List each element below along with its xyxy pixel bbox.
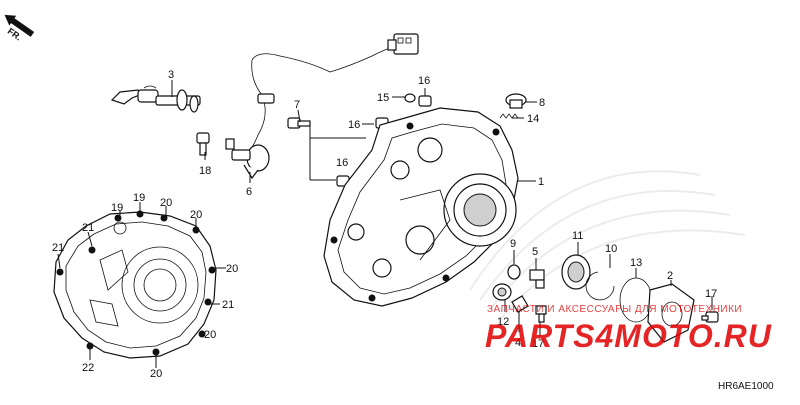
callout-labels: 1 2 3 4 5 6 7 8 9 10 11 12 13 14 15 16 1…	[52, 69, 717, 380]
callout-6: 6	[246, 186, 252, 198]
watermark-logo: PARTS4MOTO.RU	[485, 318, 772, 354]
oil-seal-9	[507, 264, 521, 280]
callout-3: 3	[168, 69, 174, 81]
callout-20-right: 20	[226, 263, 238, 275]
callout-15: 15	[377, 92, 389, 104]
callout-13: 13	[630, 257, 642, 269]
bolt-17-right	[701, 311, 719, 323]
front-direction-arrow: FR.	[4, 14, 35, 42]
plate-4	[511, 295, 529, 313]
plug-8	[505, 93, 527, 109]
case-gasket	[53, 210, 217, 359]
callout-14: 14	[527, 113, 539, 125]
shift-shaft-assembly	[110, 85, 201, 113]
watermark-tagline: ЗАПЧАСТИ И АКСЕССУАРЫ ДЛЯ МОТОТЕХНИКИ	[487, 304, 743, 315]
bolt-17-left	[535, 305, 547, 323]
callout-9: 9	[510, 238, 516, 250]
o-ring-13	[619, 277, 653, 323]
bolt-18	[196, 132, 210, 156]
bearing-11	[561, 254, 591, 290]
callout-19-b: 19	[111, 202, 123, 214]
diagram-code: HR6AE1000	[718, 381, 774, 392]
callout-19-a: 19	[133, 192, 145, 204]
callout-8: 8	[539, 97, 545, 109]
sensor-6	[225, 138, 270, 180]
callout-5: 5	[532, 246, 538, 258]
callout-21-right: 21	[222, 299, 234, 311]
callout-11: 11	[572, 230, 583, 242]
callout-17-left: 17	[532, 338, 544, 350]
callout-18: 18	[199, 165, 211, 177]
spring-14	[499, 113, 519, 119]
callout-17-right: 17	[705, 288, 717, 300]
callout-12: 12	[497, 316, 509, 328]
wire-harness	[249, 33, 419, 151]
callout-21-top: 21	[82, 222, 94, 234]
background-emblem	[469, 170, 746, 321]
callout-7: 7	[294, 99, 300, 111]
callout-22: 22	[82, 362, 94, 374]
bolt-7	[287, 117, 311, 129]
leader-lines	[57, 80, 713, 368]
callout-10: 10	[605, 243, 617, 255]
cap-cover-2	[647, 283, 695, 343]
callout-20-lower: 20	[204, 329, 216, 341]
callout-16-lower: 16	[336, 157, 348, 169]
callout-16-top: 16	[418, 75, 430, 87]
callout-20-bottom: 20	[150, 368, 162, 380]
callout-2: 2	[667, 270, 673, 282]
callout-20-top: 20	[160, 197, 172, 209]
callout-20-right-top: 20	[190, 209, 202, 221]
callout-16-middle: 16	[348, 119, 360, 131]
callout-1: 1	[538, 176, 544, 188]
rear-case-cover	[323, 107, 519, 307]
circlip-10	[585, 271, 615, 301]
oil-seal-12	[492, 283, 512, 301]
callout-4: 4	[515, 337, 521, 349]
switch-5	[529, 269, 545, 289]
callout-21-left: 21	[52, 242, 64, 254]
